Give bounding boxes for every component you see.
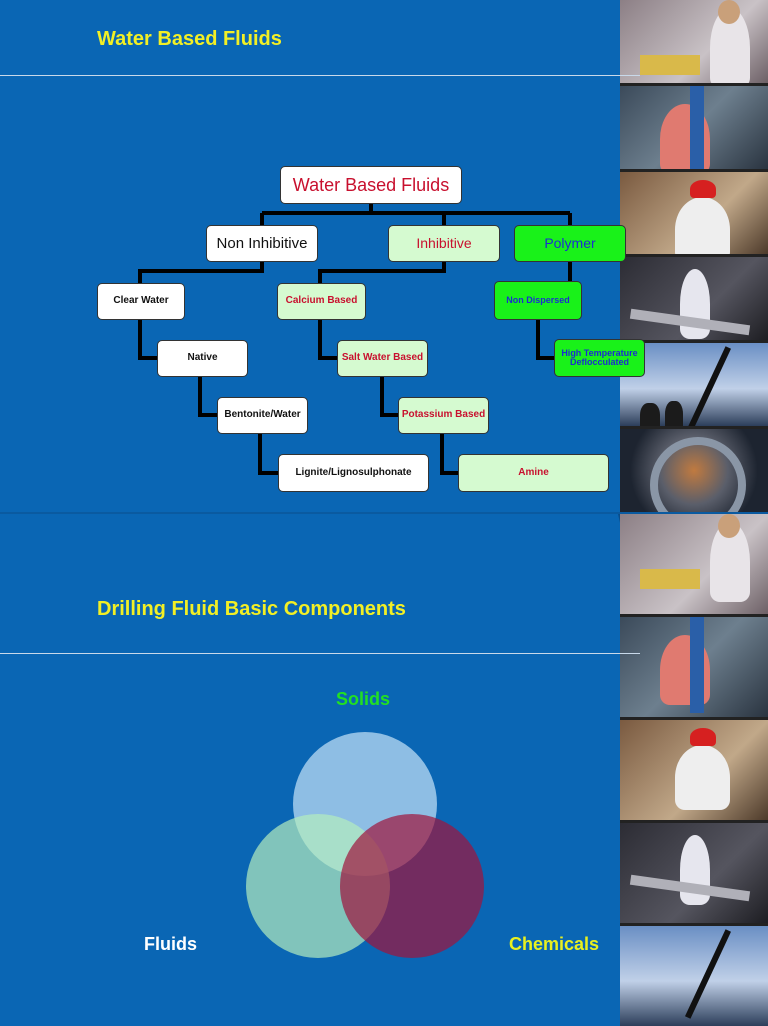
node-non-inhibitive: Non Inhibitive (206, 225, 318, 262)
slide-title: Water Based Fluids (97, 28, 282, 50)
node-amine: Amine (458, 454, 609, 492)
photo-pipe-worker (620, 429, 768, 512)
node-bentonite-water: Bentonite/Water (217, 397, 308, 434)
photo-rig-worker-2 (620, 617, 768, 720)
node-calcium-based: Calcium Based (277, 283, 366, 320)
title-divider (0, 75, 640, 76)
photo-engineers (620, 257, 768, 344)
photo-hardhat-worker-2 (620, 720, 768, 823)
node-salt-water-based: Salt Water Based (337, 340, 428, 377)
photo-strip-2 (620, 514, 768, 1026)
photo-sky-crane-2 (620, 926, 768, 1026)
node-polymer: Polymer (514, 225, 626, 262)
photo-engineers-2 (620, 823, 768, 926)
slide-drilling-fluid-components: Drilling Fluid Basic Components Solids F… (0, 512, 768, 1026)
photo-hardhat-worker (620, 171, 768, 258)
title-divider-2 (0, 653, 640, 654)
node-clear-water: Clear Water (97, 283, 185, 320)
node-lignite-lignosulphonate: Lignite/Lignosulphonate (278, 454, 429, 492)
photo-rig-worker (620, 85, 768, 172)
node-water-based-fluids: Water Based Fluids (280, 166, 462, 204)
slide-water-based-fluids: Water Based Fluids Water Based Fluids No… (0, 0, 768, 512)
venn-label-fluids: Fluids (144, 934, 197, 954)
photo-lab-technician (620, 0, 768, 86)
venn-label-solids: Solids (336, 689, 391, 709)
photo-strip (620, 0, 768, 512)
node-non-dispersed: Non Dispersed (494, 281, 582, 320)
node-potassium-based: Potassium Based (398, 397, 489, 434)
venn-label-chemicals: Chemicals (509, 934, 600, 954)
node-native: Native (157, 340, 248, 377)
node-high-temperature-deflocculated: High Temperature Deflocculated (554, 339, 645, 377)
node-inhibitive: Inhibitive (388, 225, 500, 262)
slide-title-2: Drilling Fluid Basic Components (97, 598, 406, 620)
venn-circle-chemicals (340, 814, 484, 958)
photo-sky-crane (620, 343, 768, 430)
photo-lab-technician-2 (620, 514, 768, 617)
